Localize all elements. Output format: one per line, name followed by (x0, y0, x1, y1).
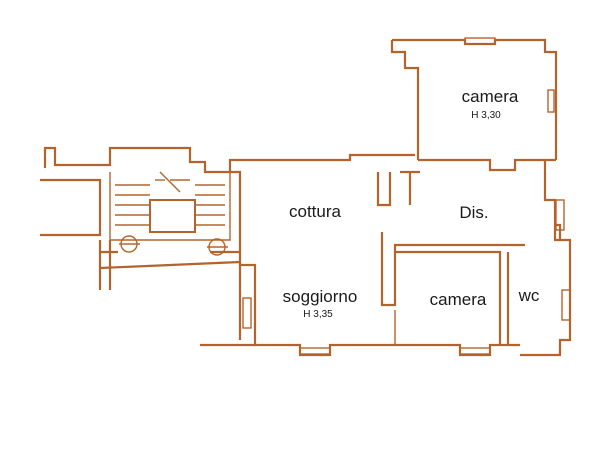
room-label-dis: Dis. (459, 203, 488, 222)
interior-walls (376, 170, 525, 345)
stair-treads (115, 171, 225, 226)
room-label-soggiorno: soggiorno (283, 287, 358, 306)
entry-door-icon (119, 235, 228, 256)
room-height-soggiorno: H 3,35 (303, 309, 333, 320)
room-height-camera-top: H 3,30 (471, 110, 501, 121)
room-label-camera-bottom: camera (430, 290, 487, 309)
staircase (40, 146, 241, 290)
room-label-camera-top: camera (462, 87, 519, 106)
room-label-wc: wc (518, 286, 540, 305)
windows (242, 37, 571, 355)
room-label-cottura: cottura (289, 202, 342, 221)
